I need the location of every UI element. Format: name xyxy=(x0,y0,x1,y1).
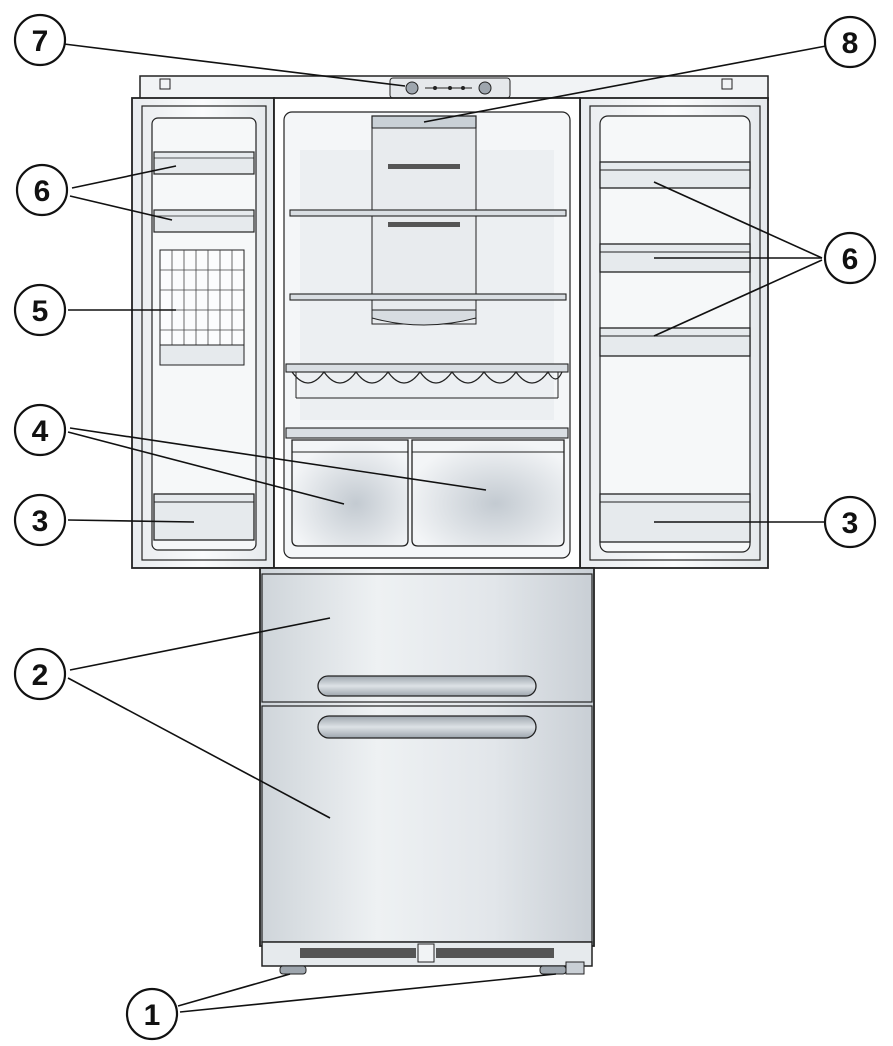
left-door-shelf-upper xyxy=(153,151,255,175)
callout-6-right: 6 xyxy=(823,231,877,285)
freezer-drawer-lower xyxy=(261,705,593,943)
wine-rack xyxy=(285,363,569,399)
callout-3-right-label: 3 xyxy=(842,507,859,540)
leader-lines xyxy=(63,43,827,1013)
base-grille xyxy=(261,941,593,967)
crisper-cover xyxy=(285,427,569,439)
callout-3-left-label: 3 xyxy=(32,505,49,538)
callout-8: 8 xyxy=(823,15,877,69)
left-door xyxy=(131,97,275,569)
callout-4-label: 4 xyxy=(32,415,49,448)
callout-6-left: 6 xyxy=(15,163,69,217)
callout-3-right: 3 xyxy=(823,495,877,549)
crisper-drawer-right xyxy=(411,439,565,547)
adjustable-feet xyxy=(279,961,585,975)
callout-1-label: 1 xyxy=(144,999,161,1032)
callout-1: 1 xyxy=(125,987,179,1041)
right-door-shelf-upper xyxy=(599,161,751,189)
callout-6-right-label: 6 xyxy=(842,243,859,276)
left-door-shelf-middle xyxy=(153,209,255,233)
callout-3-left: 3 xyxy=(13,493,67,547)
left-door-rack xyxy=(159,249,245,366)
air-duct xyxy=(371,127,477,326)
callout-8-label: 8 xyxy=(842,27,859,60)
callout-2-label: 2 xyxy=(32,659,49,692)
freezer-section xyxy=(259,567,595,947)
crisper-drawer-left xyxy=(291,439,409,547)
callout-4: 4 xyxy=(13,403,67,457)
left-door-bottom-bin xyxy=(153,493,255,541)
freezer-drawer-upper xyxy=(261,573,593,703)
callout-7: 7 xyxy=(13,13,67,67)
callout-5-label: 5 xyxy=(32,295,49,328)
right-door-bottom-bin xyxy=(599,493,751,543)
fridge-cabinet xyxy=(273,97,581,569)
freezer-drawer-upper-handle xyxy=(317,675,537,697)
glass-shelf-middle xyxy=(289,293,567,301)
callout-6-left-label: 6 xyxy=(34,175,51,208)
callout-2: 2 xyxy=(13,647,67,701)
callout-5: 5 xyxy=(13,283,67,337)
right-door xyxy=(579,97,769,569)
right-door-shelf-lower xyxy=(599,327,751,357)
callout-7-label: 7 xyxy=(32,25,49,58)
control-panel xyxy=(389,77,511,99)
freezer-drawer-lower-handle xyxy=(317,715,537,739)
glass-shelf-top xyxy=(289,209,567,217)
